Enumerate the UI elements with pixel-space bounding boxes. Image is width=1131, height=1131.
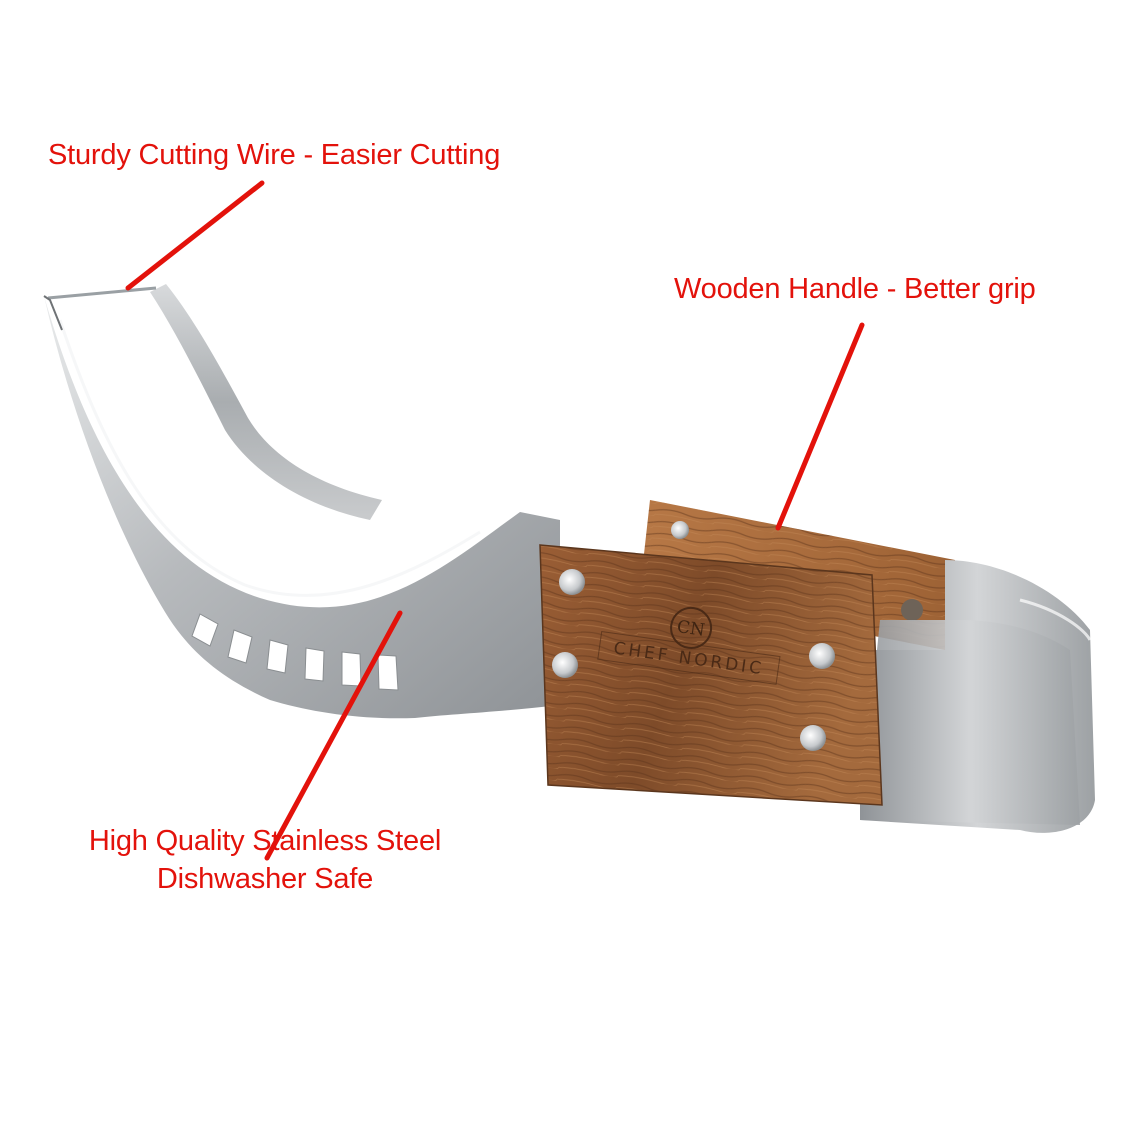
pointer-wire (125, 180, 265, 291)
pointer-lines (125, 180, 865, 861)
pointer-steel (264, 610, 403, 861)
front-blade (44, 296, 560, 719)
front-wooden-handle: CN CHEF NORDIC (539, 544, 883, 806)
rivet (552, 652, 578, 678)
cutting-wire (47, 286, 157, 300)
pointer-handle (775, 322, 865, 531)
callout-wooden-handle: Wooden Handle - Better grip (674, 273, 1036, 305)
callout-cutting-wire: Sturdy Cutting Wire - Easier Cutting (48, 139, 501, 171)
back-arm (150, 284, 382, 520)
rivet (559, 569, 585, 595)
rivet (800, 725, 826, 751)
callout-steel-line1: High Quality Stainless Steel (88, 825, 442, 857)
callout-steel-line2: Dishwasher Safe (156, 863, 374, 895)
brand-monogram: CN (676, 617, 707, 641)
rivet (809, 643, 835, 669)
steel-loop (860, 560, 1095, 833)
callout-stainless-steel: High Quality Stainless Steel Dishwasher … (80, 822, 450, 898)
